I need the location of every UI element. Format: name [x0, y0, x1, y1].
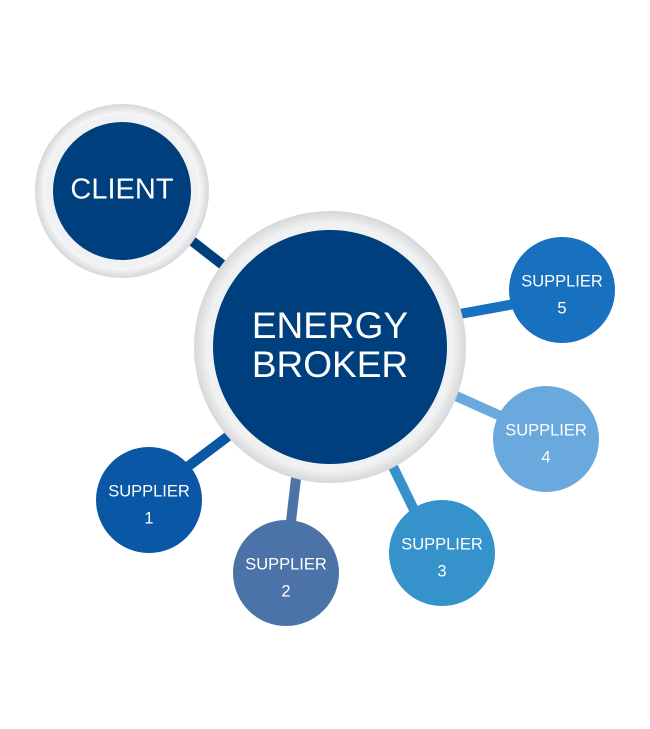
supplier-5-circle: [509, 237, 615, 343]
broker-node: ENERGY BROKER: [194, 211, 466, 483]
supplier-3-label: SUPPLIER: [401, 535, 483, 553]
broker-label-line1: ENERGY: [252, 305, 408, 346]
supplier-2-label: SUPPLIER: [245, 555, 327, 573]
supplier-4-circle: [493, 386, 599, 492]
supplier-3-circle: [389, 500, 495, 606]
client-node: CLIENT: [35, 104, 209, 278]
supplier-3-number: 3: [437, 562, 446, 580]
supplier-2-node: SUPPLIER 2: [233, 520, 339, 626]
broker-label-line2: BROKER: [252, 344, 408, 385]
supplier-1-number: 1: [144, 509, 153, 527]
supplier-4-number: 4: [541, 448, 550, 466]
broker-circle: [213, 230, 447, 464]
supplier-5-number: 5: [557, 299, 566, 317]
supplier-3-node: SUPPLIER 3: [389, 500, 495, 606]
supplier-1-label: SUPPLIER: [108, 482, 190, 500]
client-label: CLIENT: [70, 174, 173, 206]
supplier-5-node: SUPPLIER 5: [509, 237, 615, 343]
supplier-2-number: 2: [281, 582, 290, 600]
client-circle: [53, 122, 191, 260]
supplier-1-circle: [96, 447, 202, 553]
supplier-4-node: SUPPLIER 4: [493, 386, 599, 492]
supplier-5-label: SUPPLIER: [521, 272, 603, 290]
supplier-1-node: SUPPLIER 1: [96, 447, 202, 553]
supplier-4-label: SUPPLIER: [505, 421, 587, 439]
supplier-2-circle: [233, 520, 339, 626]
